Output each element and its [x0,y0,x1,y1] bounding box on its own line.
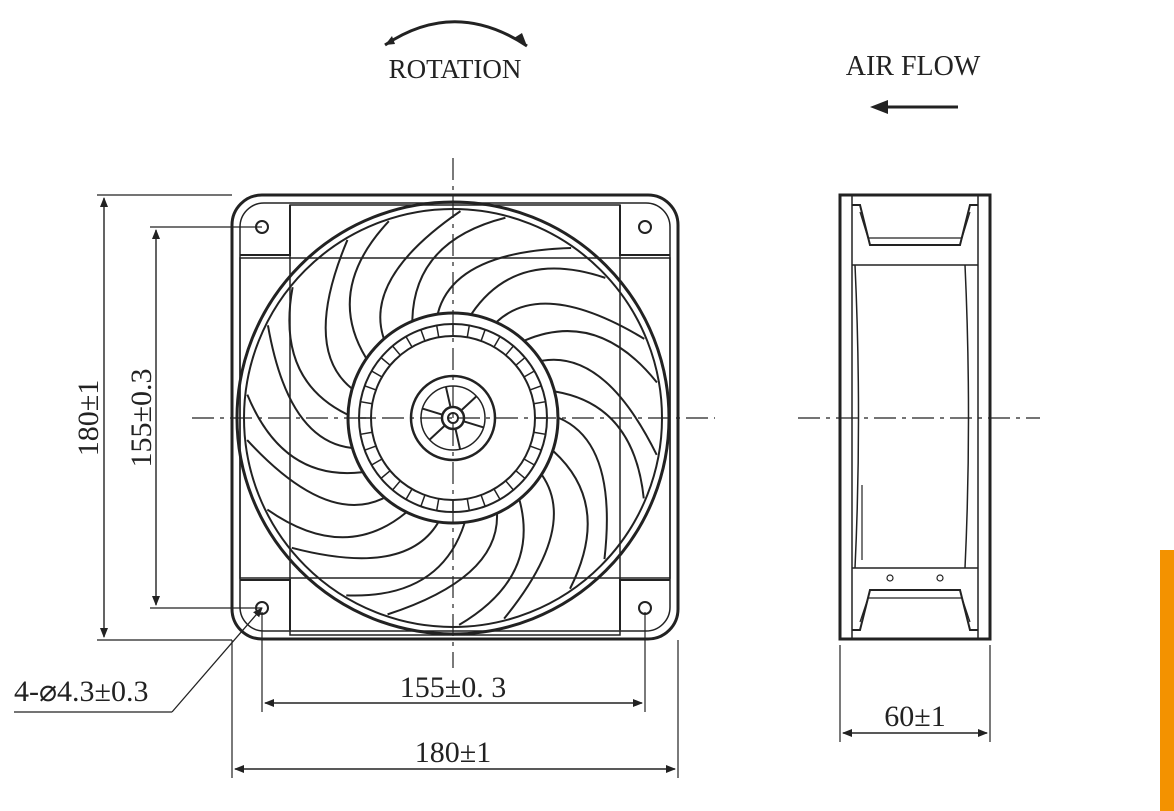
fan-blade [266,286,352,449]
dimension-width-outer: 180±1 [231,640,679,778]
hub-rib [529,385,542,391]
fan-blade [266,508,439,560]
hub-rib [515,357,526,366]
hub-rib [505,345,514,356]
dimension-depth-label: 60±1 [884,700,945,733]
hub-rib [371,370,383,378]
hub-rib [505,480,514,491]
fan-side-view [798,193,1040,641]
hole-callout: 4-⌀4.3±0.3 [14,607,263,713]
hub-rib [392,345,401,356]
hub-spoke [422,407,442,416]
fan-blade [436,247,606,315]
fan-blade [496,302,658,384]
rotation-arrow-icon [384,20,528,48]
rotation-label: ROTATION [389,54,522,84]
air-flow-arrow-icon [870,100,958,114]
hub-rib [360,400,373,405]
hole-callout-label: 4-⌀4.3±0.3 [14,675,149,708]
dimension-width-holes-label: 155±0. 3 [400,671,506,704]
fan-blade [458,474,555,626]
dimension-width-holes: 155±0. 3 [261,612,646,712]
hub-rib [420,329,426,342]
dimension-height-outer: 180±1 [72,194,232,641]
hub-spoke [454,429,462,450]
hub-spoke [444,386,452,407]
hub-rib [364,445,377,451]
hub-rib [360,431,373,436]
fan-blade [379,210,506,339]
hub-rib [493,488,501,500]
hub-rib [420,494,426,507]
fan-front-view [192,158,715,668]
hub-rib [435,325,440,338]
mounting-hole-top-right [638,220,652,234]
fan-blade [552,417,608,590]
hub-rib [515,470,526,479]
dimension-height-outer-label: 180±1 [72,380,105,456]
hub-spoke [428,425,445,441]
hub-spoke [461,395,478,411]
hub-rib [529,445,542,451]
hub-rib [533,431,546,436]
hub-spoke [464,420,484,429]
accent-tab [1160,550,1174,811]
hub-rib [533,400,546,405]
fan-blade [346,514,499,616]
hub-rib [405,336,413,348]
dimension-height-holes-label: 155±0.3 [125,369,158,468]
hub-rib [435,498,440,511]
hub-rib [466,498,471,511]
dimension-height-holes: 155±0.3 [125,226,262,609]
hub-rib [480,329,486,342]
fan-blade [324,220,390,389]
air-flow-label: AIR FLOW [846,51,981,82]
hub-rib [480,494,486,507]
hub-rib [523,370,535,378]
fan-blade [542,358,658,499]
hub-rib [380,357,391,366]
hub-rib [392,480,401,491]
fan-blade [246,394,385,506]
hub-rib [405,488,413,500]
hub-rib [466,325,471,338]
dimension-width-outer-label: 180±1 [415,736,491,769]
hub-rib [493,336,501,348]
hub-rib [364,385,377,391]
dimension-depth: 60±1 [839,645,991,742]
hub-rib [380,470,391,479]
hub-rib [523,458,535,466]
hub-rib [371,458,383,466]
